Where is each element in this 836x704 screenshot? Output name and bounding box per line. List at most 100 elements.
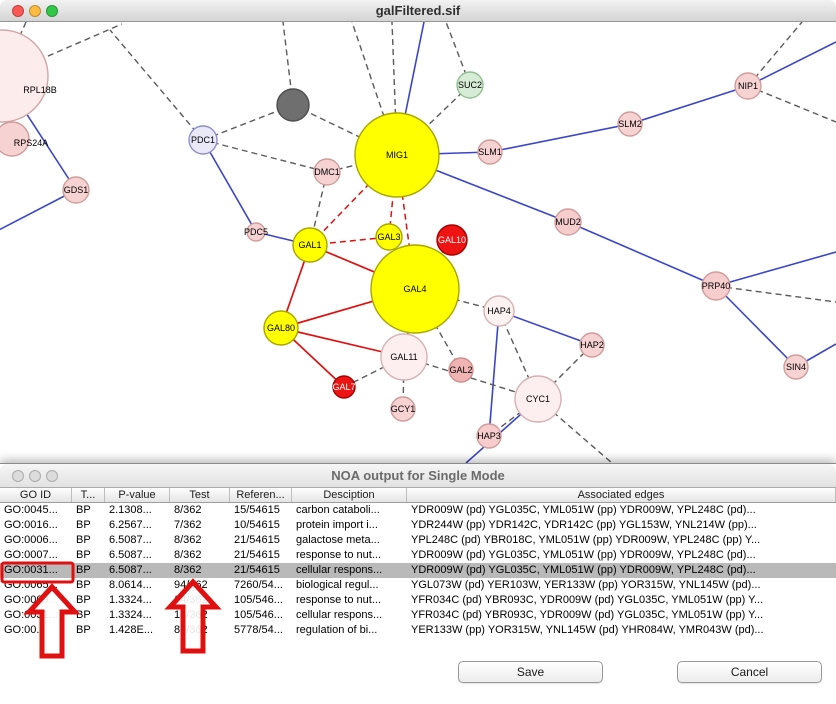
table-cell: 14/362 (174, 594, 208, 606)
graph-node-gds1[interactable] (62, 176, 90, 204)
table-cell: BP (76, 504, 91, 516)
graph-edge-pd[interactable] (747, 22, 803, 87)
graph-node-gal7[interactable] (332, 375, 356, 399)
node-label-pdc5: PDC5 (244, 227, 268, 237)
table-cell: protein import i... (296, 519, 378, 531)
graph-node-mud2[interactable] (554, 208, 582, 236)
graph-node-gal80[interactable] (263, 310, 299, 346)
column-header-0[interactable]: GO ID (0, 488, 72, 502)
graph-edge-pp[interactable] (498, 310, 593, 346)
table-cell: cellular respons... (296, 609, 383, 621)
column-header-5[interactable]: Desciption (292, 488, 407, 502)
graph-node-gal2[interactable] (448, 357, 474, 383)
graph-node-gal1[interactable] (292, 227, 328, 263)
table-cell: 105/546... (234, 609, 283, 621)
table-cell: 8/362 (174, 534, 202, 546)
graph-node-cyc1[interactable] (514, 375, 562, 423)
graph-node-sin4[interactable] (783, 354, 809, 380)
graph-node-slm1[interactable] (477, 139, 503, 165)
table-cell: 80/362 (174, 624, 208, 636)
table-cell: 10/54615 (234, 519, 280, 531)
table-cell: 21/54615 (234, 549, 280, 561)
graph-node-rps24a[interactable] (0, 121, 30, 157)
table-cell: 21/54615 (234, 534, 280, 546)
graph-edge-pd[interactable] (537, 398, 613, 463)
graph-edge-pp[interactable] (715, 251, 836, 287)
graph-node-hap2[interactable] (579, 332, 605, 358)
graph-edge-pp[interactable] (202, 139, 257, 233)
graph-node-nip1[interactable] (734, 72, 762, 100)
table-cell: GO:0006... (4, 534, 58, 546)
zoom-button[interactable] (46, 4, 58, 17)
graph-node-suc2[interactable] (456, 71, 484, 99)
column-header-6[interactable]: Associated edges (407, 488, 836, 502)
graph-node-slm2[interactable] (617, 111, 643, 137)
graph-edge-pp[interactable] (488, 310, 500, 437)
column-header-4[interactable]: Referen... (230, 488, 292, 502)
node-label-gal10: GAL10 (438, 235, 466, 245)
graph-node-hap4[interactable] (483, 295, 515, 327)
graph-edge-pd[interactable] (109, 29, 204, 141)
column-header-1[interactable]: T... (72, 488, 105, 502)
minimize-button[interactable] (29, 4, 41, 17)
cancel-button[interactable]: Cancel (677, 661, 822, 683)
graph-edge-pp[interactable] (629, 85, 749, 125)
graph-node-gal4[interactable] (370, 244, 460, 334)
graph-node-prp40[interactable] (701, 271, 731, 301)
table-cell: 8/362 (174, 549, 202, 561)
close-button[interactable] (12, 4, 24, 17)
graph-edge-pd[interactable] (202, 139, 328, 173)
graph-node-pdc5[interactable] (246, 222, 266, 242)
graph-edge-pp[interactable] (567, 221, 717, 287)
table-cell: 8.0614... (109, 579, 152, 591)
column-header-3[interactable]: Test (170, 488, 230, 502)
table-cell: 6.2567... (109, 519, 152, 531)
graph-node-dmc1[interactable] (313, 158, 341, 186)
graph-edge-pp[interactable] (489, 123, 631, 153)
graph-node-gcy1[interactable] (390, 396, 416, 422)
node-label-hap3: HAP3 (477, 431, 501, 441)
graph-edge-pp[interactable] (715, 285, 797, 368)
graph-node-gal3[interactable] (375, 223, 403, 251)
table-cell: YDR009W (pd) YGL035C, YML051W (pp) YDR00… (411, 564, 756, 576)
graph-edge-pp[interactable] (0, 189, 77, 232)
minimize-button[interactable] (29, 469, 41, 482)
graph-node-gal11[interactable] (380, 333, 428, 381)
graph-edge-pd[interactable] (715, 285, 836, 303)
graph-edge-pp[interactable] (747, 41, 836, 87)
graph-node-gal10[interactable] (436, 224, 468, 256)
table-cell: biological regul... (296, 579, 379, 591)
graph-node-pdc1[interactable] (188, 125, 218, 155)
graph-node-mig1[interactable] (354, 112, 440, 198)
zoom-button[interactable] (46, 469, 58, 482)
node-label-rps24a: RPS24A (14, 138, 49, 148)
graph-node-gray1[interactable] (276, 88, 310, 122)
table-cell: 2.1308... (109, 504, 152, 516)
save-button[interactable]: Save (458, 661, 603, 683)
close-button[interactable] (12, 469, 24, 482)
network-graph[interactable]: RPL18BRPS24AGDS1PDC1DMC1MIG1SUC2SLM1SLM2… (0, 22, 836, 463)
table-cell: YPL248C (pd) YBR018C, YML051W (pp) YDR00… (411, 534, 761, 546)
node-label-suc2: SUC2 (458, 80, 482, 90)
noa-window-title: NOA output for Single Mode (331, 468, 505, 483)
table-cell: 7/362 (174, 519, 202, 531)
table-cell: carbon cataboli... (296, 504, 380, 516)
table-cell: BP (76, 624, 91, 636)
node-label-gal7: GAL7 (332, 382, 355, 392)
graph-node-rpl18b[interactable] (0, 29, 49, 123)
column-header-2[interactable]: P-value (105, 488, 170, 502)
table-cell: response to nut... (296, 549, 381, 561)
table-cell: 1.3324... (109, 594, 152, 606)
graph-node-hap3[interactable] (476, 423, 502, 449)
graph-edge-pd[interactable] (747, 85, 836, 123)
